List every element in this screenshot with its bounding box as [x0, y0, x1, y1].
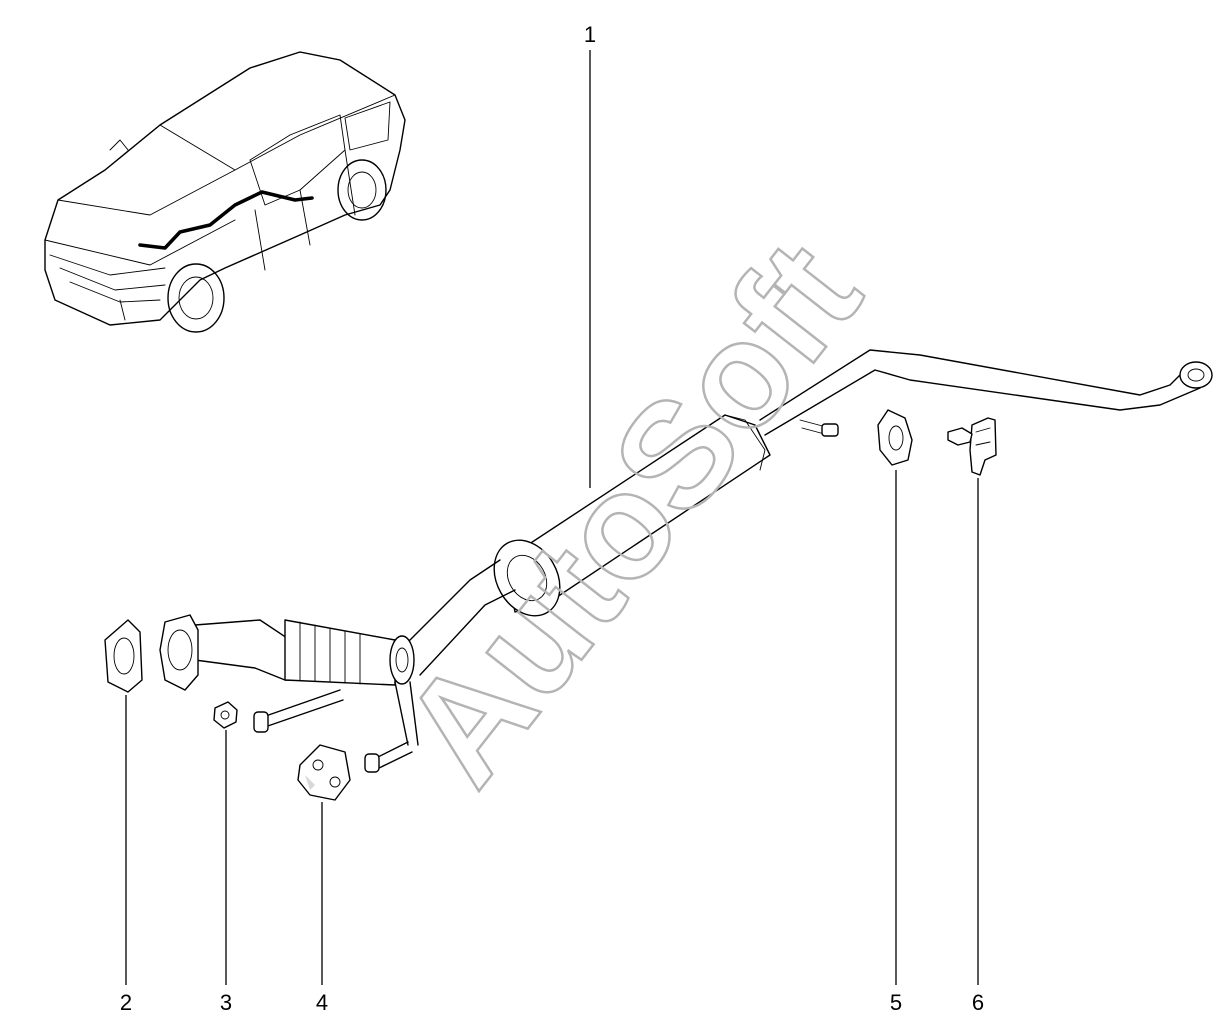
bracket-with-bolt: [947, 417, 997, 476]
gasket: [104, 619, 143, 693]
car-illustration: [44, 51, 406, 333]
watermark-text: AutoSoft: [369, 211, 891, 813]
callout-1: 1: [584, 22, 596, 47]
callout-4: 4: [316, 990, 328, 1015]
nut: [213, 701, 238, 729]
callout-6: 6: [972, 990, 984, 1015]
rubber-cushion: [877, 409, 913, 466]
callout-3: 3: [220, 990, 232, 1015]
leader-lines: [125, 50, 979, 985]
exhaust-pipe-assembly: [159, 349, 1213, 773]
callout-5: 5: [890, 990, 902, 1015]
callout-2: 2: [120, 990, 132, 1015]
rubber-hanger: [297, 744, 351, 801]
